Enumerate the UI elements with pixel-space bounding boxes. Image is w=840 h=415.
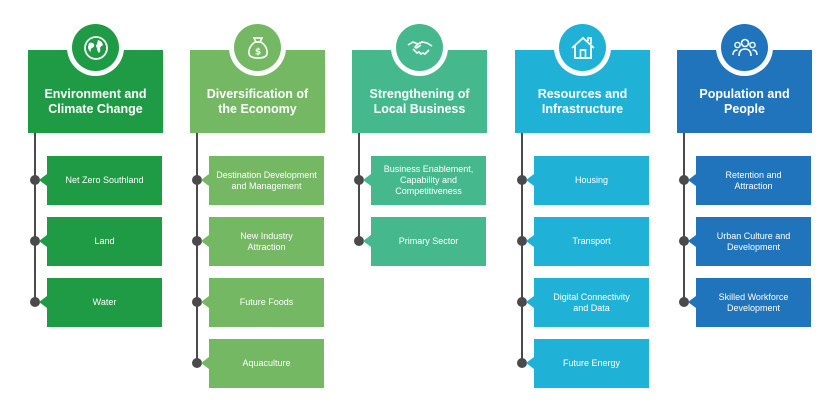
list-item: Housing: [526, 156, 649, 205]
connector-dot: [192, 297, 202, 307]
connector-dot: [30, 236, 40, 246]
column-title: Diversification of the Economy: [206, 87, 309, 116]
money-bag-icon: $: [234, 24, 281, 71]
column-title: Strengthening of Local Business: [369, 87, 470, 116]
list-item: Digital Connectivity and Data: [526, 278, 649, 327]
connector-dot: [679, 297, 689, 307]
connector-dot: [517, 297, 527, 307]
connector-line: [358, 133, 360, 241]
list-item: Land: [39, 217, 162, 266]
list-item: Business Enablement, Capability and Comp…: [363, 156, 486, 205]
list-item: Net Zero Southland: [39, 156, 162, 205]
connector-dot: [517, 236, 527, 246]
column-title: Resources and Infrastructure: [537, 87, 628, 116]
handshake-icon: [396, 24, 443, 71]
icon-badge: $: [229, 19, 286, 76]
icon-badge: [391, 19, 448, 76]
icon-badge: [67, 19, 124, 76]
house-icon: [559, 24, 606, 71]
connector-dot: [679, 236, 689, 246]
connector-line: [521, 133, 523, 363]
list-item: Future Energy: [526, 339, 649, 388]
icon-badge: [554, 19, 611, 76]
list-item: Destination Development and Management: [201, 156, 324, 205]
list-item: Aquaculture: [201, 339, 324, 388]
connector-line: [196, 133, 198, 363]
connector-dot: [30, 297, 40, 307]
connector-line: [34, 133, 36, 303]
column-economy: Diversification of the Economy $ Destina…: [190, 0, 325, 415]
column-header: Resources and Infrastructure: [515, 50, 650, 133]
column-title: Population and People: [699, 87, 790, 116]
connector-dot: [192, 175, 202, 185]
people-icon: [721, 24, 768, 71]
list-item: Primary Sector: [363, 217, 486, 266]
list-item: Transport: [526, 217, 649, 266]
connector-line: [683, 133, 685, 303]
list-item: Urban Culture and Development: [688, 217, 811, 266]
column-environment: Environment and Climate Change Net Zero …: [28, 0, 163, 415]
globe-icon: [72, 24, 119, 71]
list-item: Retention and Attraction: [688, 156, 811, 205]
column-population: Population and People Retention and Attr…: [677, 0, 812, 415]
connector-dot: [354, 175, 364, 185]
list-item: Skilled Workforce Development: [688, 278, 811, 327]
svg-text:$: $: [254, 47, 260, 57]
connector-dot: [679, 175, 689, 185]
connector-dot: [354, 236, 364, 246]
column-local-business: Strengthening of Local Business Business…: [352, 0, 487, 415]
list-item: Future Foods: [201, 278, 324, 327]
list-item: Water: [39, 278, 162, 327]
connector-dot: [517, 175, 527, 185]
connector-dot: [517, 358, 527, 368]
list-item: New Industry Attraction: [201, 217, 324, 266]
column-resources: Resources and Infrastructure Housing Tra…: [515, 0, 650, 415]
connector-dot: [192, 358, 202, 368]
connector-dot: [192, 236, 202, 246]
icon-badge: [716, 19, 773, 76]
connector-dot: [30, 175, 40, 185]
column-title: Environment and Climate Change: [44, 87, 147, 116]
